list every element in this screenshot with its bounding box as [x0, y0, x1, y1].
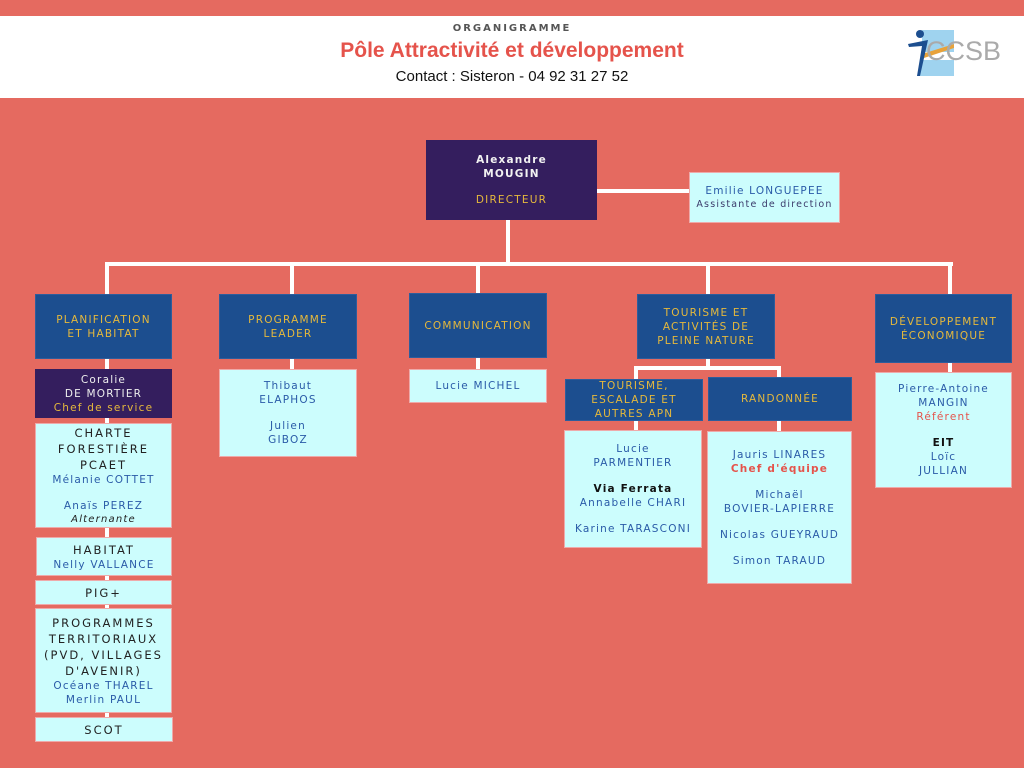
box-line: MOUGIN: [483, 168, 540, 180]
box-line: ELAPHOS: [259, 394, 317, 406]
box-line: Karine TARASCONI: [574, 523, 692, 535]
box-line: Lucie: [616, 443, 650, 455]
box-line: RANDONNÉE: [740, 393, 820, 405]
box-line: ÉCONOMIQUE: [900, 329, 987, 342]
box-line: Alexandre: [476, 154, 547, 166]
page-title: Pôle Attractivité et développement: [340, 39, 684, 62]
box-line: PLANIFICATION: [56, 313, 151, 326]
box-line: Jauris LINARES: [732, 448, 827, 461]
box-line: Assistante de direction: [696, 198, 833, 210]
logo-text: CCSB: [926, 36, 1002, 66]
box-line: Via Ferrata: [593, 483, 673, 495]
box-line: Chef de service: [53, 401, 154, 414]
connector: [634, 366, 781, 370]
box-line: ESCALADE ET: [591, 394, 677, 406]
box-line: Mélanie COTTET: [52, 473, 155, 486]
box-line: JULLIAN: [918, 465, 969, 477]
box-line: Chef d'équipe: [730, 462, 829, 475]
box-line: Loïc: [930, 451, 957, 463]
box-line: TOURISME,: [599, 380, 669, 392]
box-line: BOVIER-LAPIERRE: [723, 502, 836, 515]
box-line: SCOT: [84, 722, 124, 737]
connector: [597, 189, 689, 193]
box-line: Michaël: [755, 488, 804, 501]
box-line: Océane THAREL: [53, 679, 154, 692]
box-line: PIG+: [85, 585, 122, 600]
box-line: HABITAT: [73, 542, 135, 557]
box-line: PARMENTIER: [593, 457, 673, 469]
box-line: Thibaut: [263, 380, 313, 392]
box-line: Pierre-Antoine: [898, 383, 989, 395]
box-line: MANGIN: [918, 397, 969, 409]
box-line: D'AVENIR): [65, 663, 142, 678]
box-line: TERRITORIAUX: [48, 631, 159, 646]
ccsb-logo: CCSB: [864, 28, 1004, 78]
box-line: Alternante: [71, 513, 136, 525]
box-line: Nelly VALLANCE: [53, 558, 155, 571]
scot-box: SCOT: [35, 717, 173, 742]
box-line: Merlin PAUL: [65, 693, 142, 706]
box-line: GIBOZ: [268, 434, 308, 446]
contact-info: Contact : Sisteron - 04 92 31 27 52: [395, 68, 629, 85]
box-line: Anaïs PEREZ: [63, 499, 144, 512]
box-line: CHARTE: [74, 425, 133, 440]
box-line: Simon TARAUD: [732, 554, 827, 567]
box-line: PCAET: [79, 457, 128, 472]
box-line: Référent: [916, 411, 971, 423]
subdept-randonnee: RANDONNÉE: [708, 377, 852, 421]
logo-mark-icon: [908, 30, 954, 76]
box-line: DIRECTEUR: [475, 194, 548, 206]
box-line: EIT: [932, 437, 955, 449]
subdept-escalade: TOURISME, ESCALADE ET AUTRES APN: [565, 379, 703, 421]
box-line: FORESTIÈRE: [57, 441, 150, 456]
box-line: Nicolas GUEYRAUD: [719, 528, 840, 541]
box-line: ET HABITAT: [67, 327, 140, 340]
box-line: (PVD, VILLAGES: [44, 647, 163, 662]
pig-box: PIG+: [35, 580, 172, 605]
box-line: Julien: [270, 420, 306, 432]
dept-communication: COMMUNICATION: [409, 293, 547, 358]
header-kicker: ORGANIGRAMME: [452, 23, 572, 34]
box-line: Coralie: [80, 373, 127, 386]
communication-people-box: Lucie MICHEL: [409, 369, 547, 403]
box-line: PROGRAMME: [248, 313, 328, 326]
box-line: DE MORTIER: [64, 387, 143, 400]
box-line: PLEINE NATURE: [657, 334, 755, 347]
box-line: TOURISME ET: [663, 306, 749, 319]
box-line: DÉVELOPPEMENT: [889, 315, 998, 328]
box-line: Lucie MICHEL: [435, 380, 521, 392]
connector: [506, 220, 510, 264]
header: ORGANIGRAMME Pôle Attractivité et dévelo…: [0, 16, 1024, 98]
box-line: COMMUNICATION: [424, 319, 532, 332]
box-line: PROGRAMMES: [52, 615, 155, 630]
connector: [105, 262, 953, 266]
box-line: Annabelle CHARI: [579, 497, 687, 509]
box-line: ACTIVITÉS DE: [662, 320, 750, 333]
box-line: Emilie LONGUEPEE: [705, 184, 824, 197]
box-line: AUTRES APN: [594, 408, 674, 420]
box-line: LEADER: [263, 327, 313, 340]
